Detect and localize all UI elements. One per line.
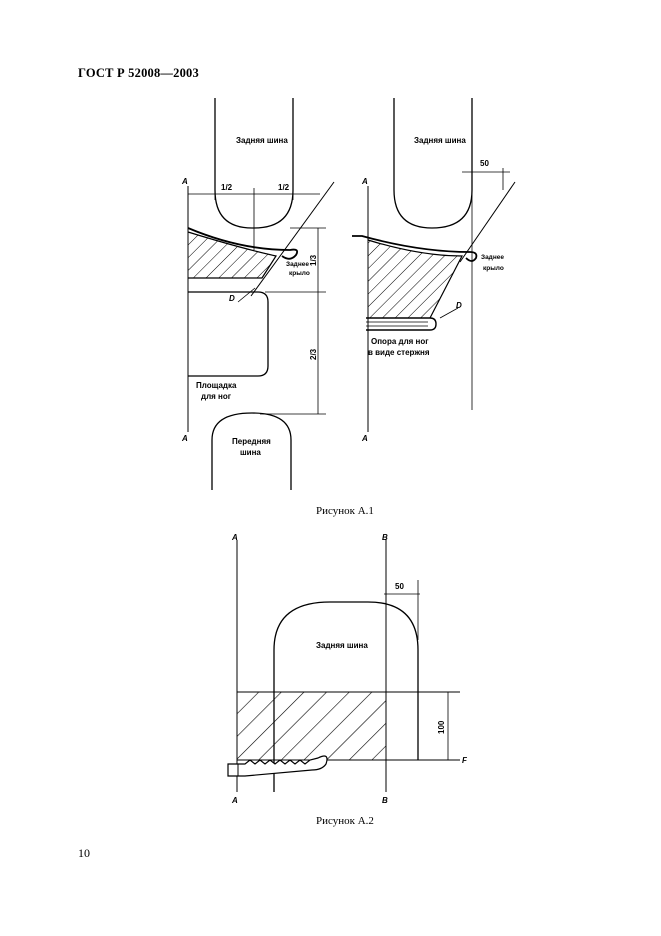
dim-50-a2: 50 <box>395 582 404 591</box>
axis-b-top-a2: B <box>382 533 388 542</box>
fender-label-right-2: крыло <box>483 265 504 272</box>
axis-b-bottom-a2: B <box>382 796 388 805</box>
dim-50-right: 50 <box>480 159 489 168</box>
footrest-label-2: для ног <box>201 392 232 401</box>
fender-label-right-1: Заднее <box>481 254 504 261</box>
axis-a-bottom-right: A <box>361 434 368 443</box>
front-wheel-label-1: Передняя <box>232 437 271 446</box>
footrest-a2 <box>227 755 328 777</box>
rear-fender-left <box>187 227 299 260</box>
dim-100-a2: 100 <box>437 720 446 734</box>
footrest-platform <box>188 291 269 377</box>
rear-fender-right <box>352 235 478 262</box>
point-d-right: D <box>456 301 462 310</box>
two-thirds-label: 2/3 <box>309 348 318 360</box>
axis-a-top-right: A <box>361 177 368 186</box>
axis-f-a2: F <box>462 756 468 765</box>
footrest-label-1: Площадка <box>196 381 237 390</box>
rear-wheel-left <box>214 98 294 229</box>
rear-wheel-label-right: Задняя шина <box>414 136 466 145</box>
page-number: 10 <box>78 846 90 860</box>
caption-figure-a1: Рисунок А.1 <box>316 505 374 517</box>
axis-a-top-left: A <box>181 177 188 186</box>
figure-a1-left <box>187 98 335 490</box>
axis-a-bottom-a2: A <box>231 796 238 805</box>
axis-a-top-a2: A <box>231 533 238 542</box>
page-header: ГОСТ Р 52008—2003 <box>78 66 199 80</box>
figure-a1-right <box>352 98 516 432</box>
third-label: 1/3 <box>309 254 318 266</box>
axis-a-bottom-left: A <box>181 434 188 443</box>
rod-label-1: Опора для ног <box>371 337 429 346</box>
rear-wheel-right <box>393 98 473 229</box>
hatched-zone-right <box>368 240 462 318</box>
rear-wheel-a2 <box>273 601 419 792</box>
rod-label-2: в виде стержня <box>368 348 430 357</box>
half-right-label: 1/2 <box>278 183 290 192</box>
hatched-zone-left <box>188 232 276 278</box>
footrest-rod <box>366 317 437 331</box>
half-left-label: 1/2 <box>221 183 233 192</box>
figure-a2 <box>227 540 460 792</box>
caption-figure-a2: Рисунок А.2 <box>316 815 374 827</box>
hatched-zone-a2 <box>237 692 386 760</box>
front-wheel-left <box>211 412 292 490</box>
rear-wheel-label-left: Задняя шина <box>236 136 288 145</box>
rear-wheel-label-a2: Задняя шина <box>316 641 368 650</box>
point-d-left: D <box>229 294 235 303</box>
front-wheel-label-2: шина <box>240 448 261 457</box>
fender-label-left-2: крыло <box>289 270 310 277</box>
fender-label-left-1: Заднее <box>286 261 309 268</box>
